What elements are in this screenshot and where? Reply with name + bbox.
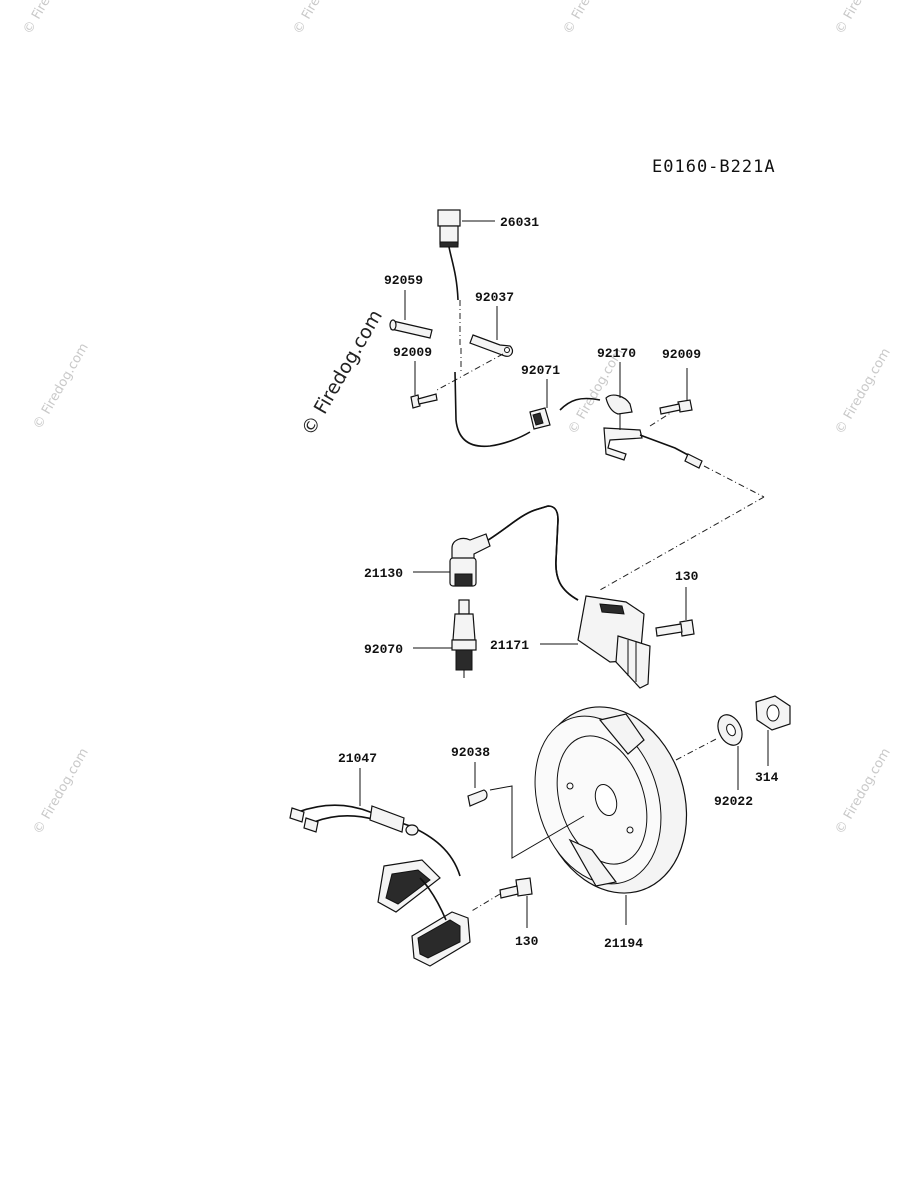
part-label-21130: 21130 [364,566,403,581]
part-92009a-drawing [410,393,438,409]
part-label-314: 314 [755,770,779,785]
part-label-26031: 26031 [500,215,539,230]
part-label-92059: 92059 [384,273,423,288]
part-label-92022: 92022 [714,794,753,809]
part-label-92071: 92071 [521,363,560,378]
part-130b-drawing [499,877,533,899]
part-label-92070: 92070 [364,642,403,657]
svg-text:© Firedog.com: © Firedog.com [290,0,351,37]
part-label-92170: 92170 [597,346,636,361]
part-92009b-drawing [659,399,693,415]
part-label-130b: 130 [515,934,539,949]
part-92170-drawing [603,394,643,461]
part-314-drawing [755,695,791,731]
part-92038-drawing [467,789,488,807]
part-21171-drawing [484,505,651,689]
part-130a-drawing [655,619,695,637]
part-92037-drawing [469,334,514,357]
svg-text:© Firedog.com: © Firedog.com [30,341,91,432]
svg-text:© Firedog.com: © Firedog.com [832,746,893,837]
part-21130-drawing [449,533,491,587]
part-26031-drawing [437,209,461,301]
part-label-130a: 130 [675,569,699,584]
part-label-21047: 21047 [338,751,377,766]
part-label-21171: 21171 [490,638,529,653]
connector-drawing [684,453,703,469]
part-92071-drawing [529,407,551,430]
part-92059-drawing [389,319,433,339]
part-label-21194: 21194 [604,936,643,951]
part-label-92009a: 92009 [393,345,432,360]
svg-text:© Firedog.com: © Firedog.com [832,346,893,437]
part-21194-drawing [534,706,688,894]
part-label-92038: 92038 [451,745,490,760]
part-92022-drawing [717,714,743,746]
part-label-92009b: 92009 [662,347,701,362]
svg-text:© Firedog.com: © Firedog.com [560,0,621,37]
svg-text:© Firedog.com: © Firedog.com [30,746,91,837]
watermark-main: © Firedog.com [297,306,387,439]
part-label-92037: 92037 [475,290,514,305]
part-21047-drawing [289,804,471,967]
part-92070-drawing [451,599,477,678]
svg-text:© Firedog.com: © Firedog.com [832,0,893,37]
svg-text:© Firedog.com: © Firedog.com [20,0,81,37]
diagram-code: E0160-B221A [652,157,776,177]
